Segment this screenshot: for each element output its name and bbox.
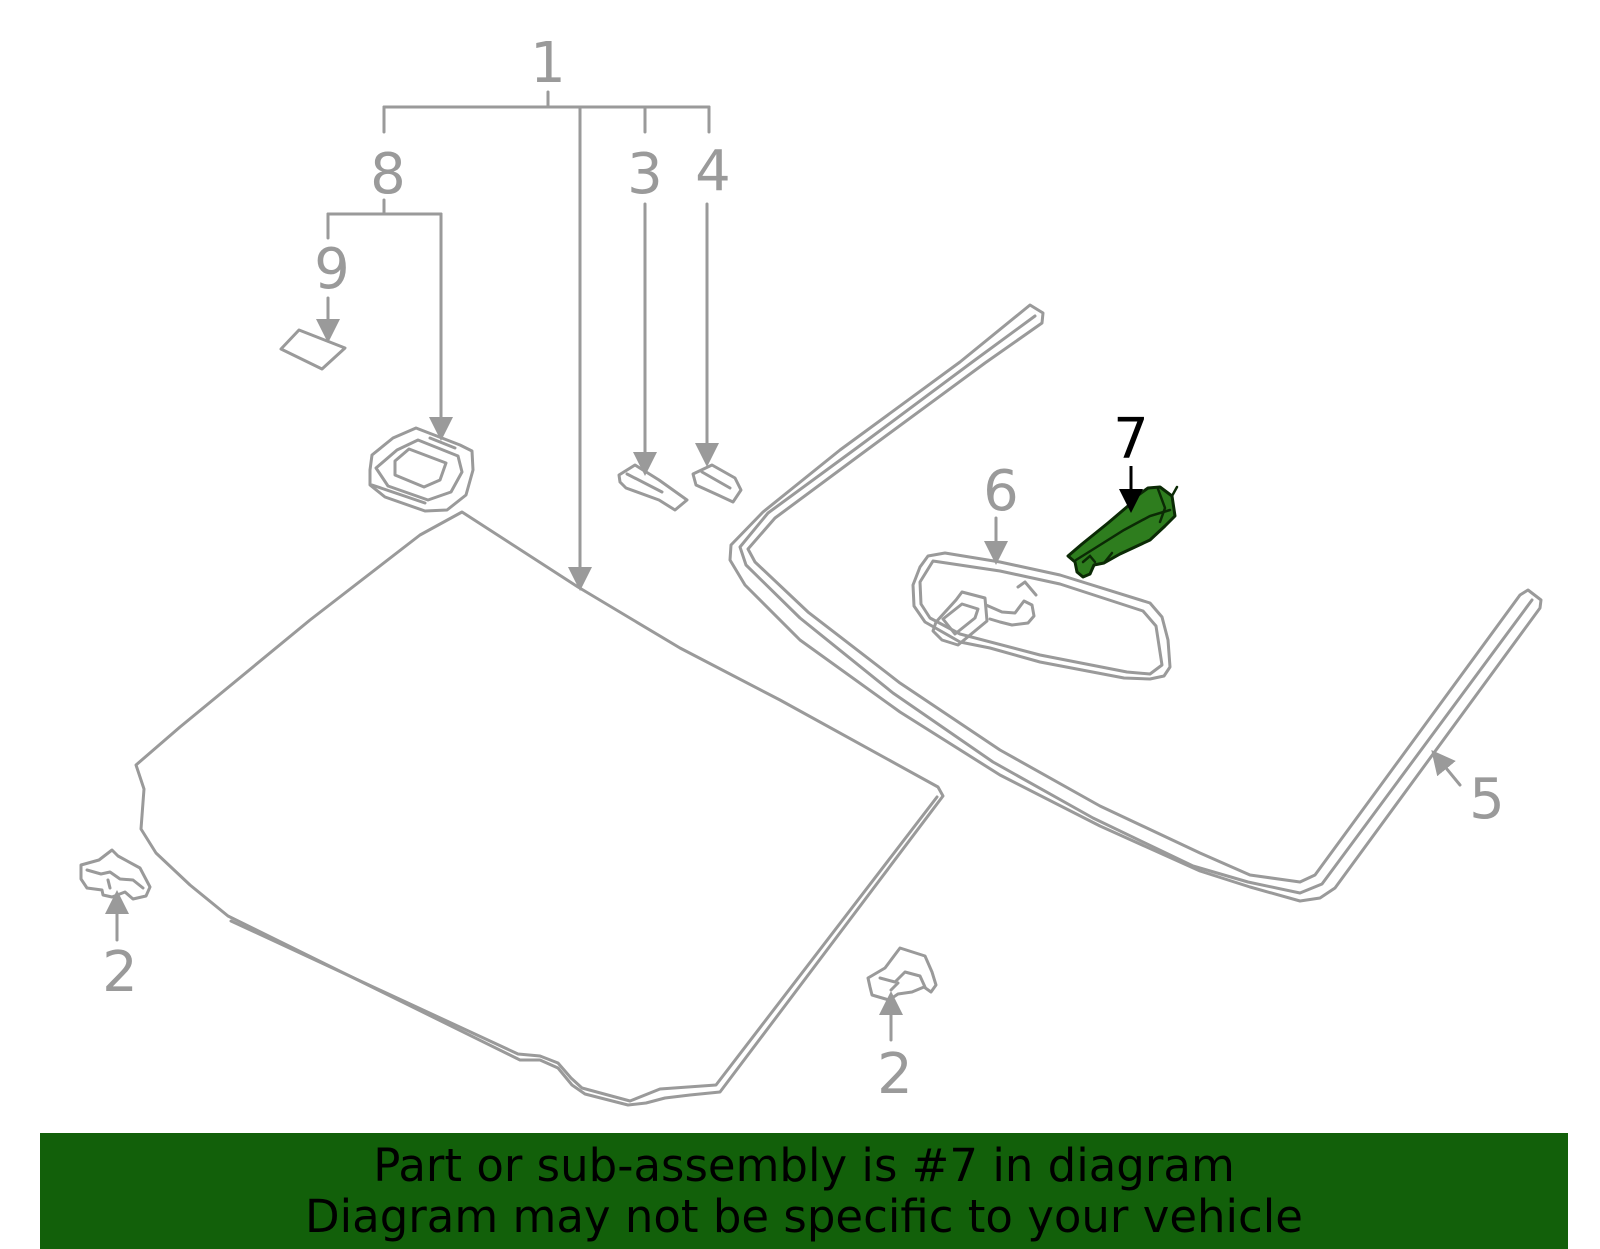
callout-9: 9 xyxy=(314,237,350,302)
callout-8: 8 xyxy=(370,142,406,207)
banner-line-part: Part or sub-assembly is #7 in diagram xyxy=(373,1139,1235,1192)
part-2-clip-right xyxy=(866,946,938,1002)
part-1-windshield xyxy=(134,510,945,1107)
callout-2-right: 2 xyxy=(877,1042,913,1107)
part-4-clip xyxy=(691,463,743,504)
part-7-mirror-cover xyxy=(1066,466,1179,579)
part-9-pad xyxy=(279,328,347,371)
leader-tree-8 xyxy=(316,198,453,441)
part-5-molding xyxy=(728,303,1543,903)
callout-6: 6 xyxy=(983,459,1019,524)
part-3-clip xyxy=(617,463,689,512)
part-4-detail xyxy=(700,470,732,490)
callout-5: 5 xyxy=(1469,767,1505,832)
callouts: 1 8 3 4 9 7 6 5 2 2 xyxy=(102,31,1505,1107)
callout-7: 7 xyxy=(1113,407,1149,472)
callout-4: 4 xyxy=(695,139,731,204)
info-banner: Part or sub-assembly is #7 in diagram Di… xyxy=(40,1133,1568,1249)
leader-tree-1 xyxy=(382,90,711,591)
part-3-detail xyxy=(625,472,664,494)
part-2-clip-left xyxy=(79,848,152,901)
callout-3: 3 xyxy=(627,142,663,207)
callout-2-left: 2 xyxy=(102,940,138,1005)
callout-1: 1 xyxy=(530,31,566,96)
part-8-lamp xyxy=(368,426,475,513)
leader-5 xyxy=(1431,750,1462,787)
part-6-mirror xyxy=(911,551,1172,681)
banner-line-disclaimer: Diagram may not be specific to your vehi… xyxy=(305,1190,1303,1243)
